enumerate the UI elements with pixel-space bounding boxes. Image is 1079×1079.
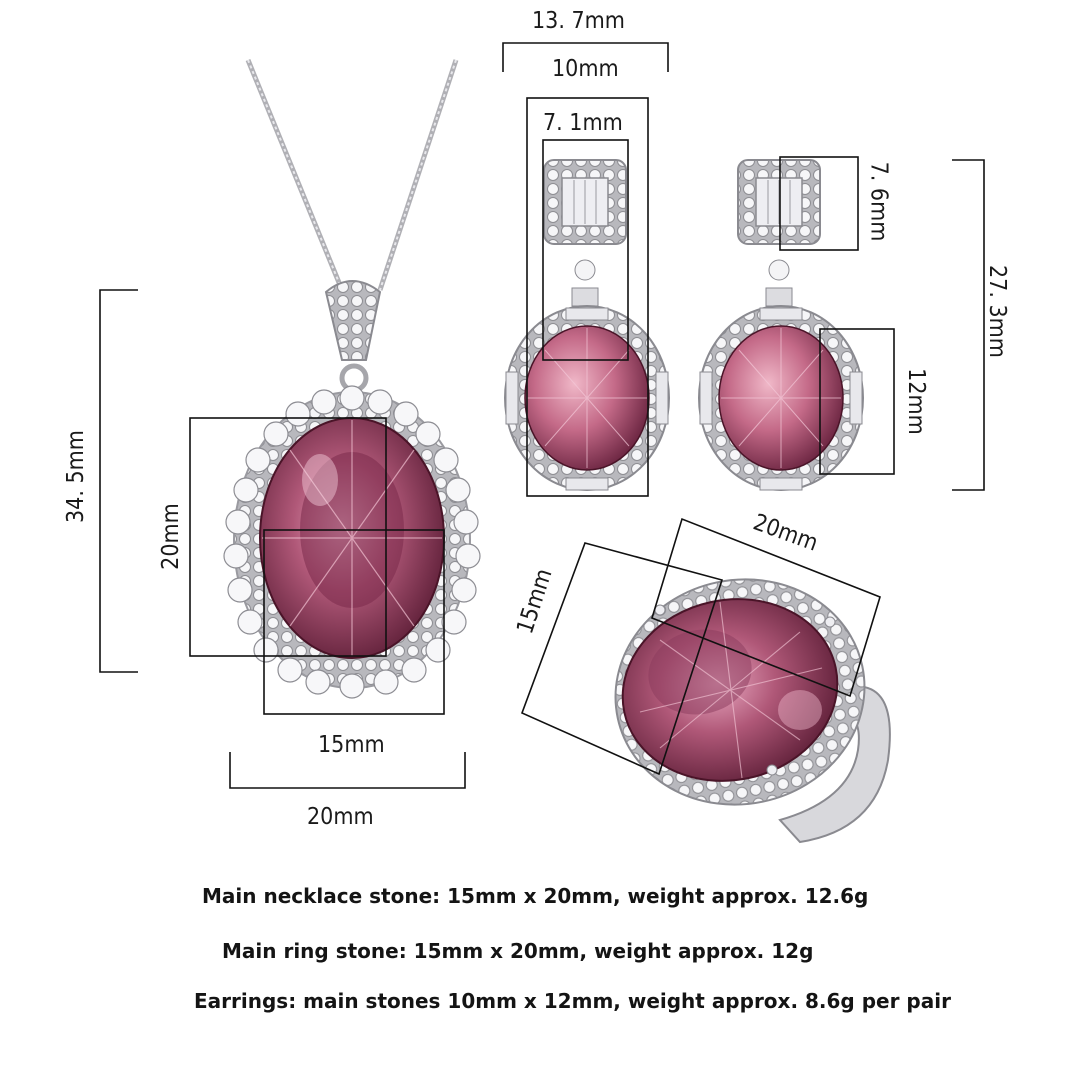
pendant [223, 280, 481, 699]
earring-dimension-lines [502, 42, 985, 497]
earring-width-label: 10mm [552, 56, 619, 82]
earring-stone-height-label: 12mm [902, 368, 929, 435]
pendant-stone-height-label: 20mm [157, 503, 184, 570]
earring-top-height-label: 7. 6mm [865, 161, 892, 242]
earring-left [504, 159, 670, 491]
earring-top-width-label: 7. 1mm [543, 110, 623, 136]
necklace-caption: Main necklace stone: 15mm x 20mm, weight… [202, 884, 869, 908]
pendant-total-width-label: 20mm [307, 804, 374, 830]
earring-right [698, 159, 864, 491]
ring-caption: Main ring stone: 15mm x 20mm, weight app… [222, 939, 814, 963]
ring [614, 578, 891, 844]
pendant-stone-width-label: 15mm [318, 732, 385, 758]
necklace-chain [245, 59, 459, 291]
pendant-total-height-label: 34. 5mm [62, 430, 89, 523]
earring-total-width-label: 13. 7mm [532, 8, 625, 34]
earring-total-height-label: 27. 3mm [983, 265, 1010, 358]
pendant-dimension-lines [99, 289, 466, 789]
earrings-caption: Earrings: main stones 10mm x 12mm, weigh… [194, 989, 951, 1013]
ring-dimension-lines [520, 517, 881, 776]
